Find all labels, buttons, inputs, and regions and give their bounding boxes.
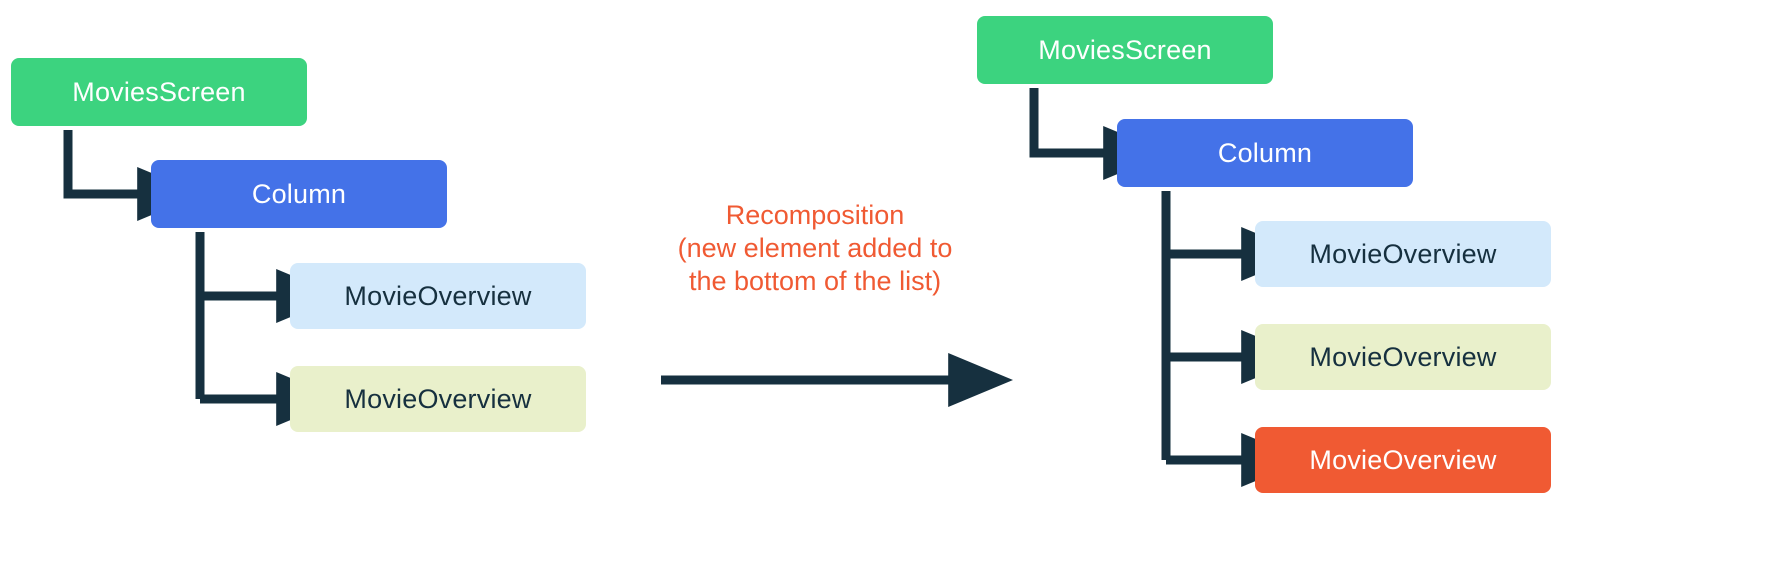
node-label: MovieOverview bbox=[1309, 444, 1497, 475]
node-left-movies-screen[interactable]: MoviesScreen bbox=[11, 58, 307, 126]
node-left-movie-overview-1[interactable]: MovieOverview bbox=[290, 263, 586, 329]
node-label: MovieOverview bbox=[1309, 341, 1497, 372]
node-left-movie-overview-2[interactable]: MovieOverview bbox=[290, 366, 586, 432]
node-label: MovieOverview bbox=[344, 383, 532, 414]
node-right-movies-screen[interactable]: MoviesScreen bbox=[977, 16, 1273, 84]
edge-right-moviesscreen-to-column bbox=[1029, 88, 1168, 180]
node-label: MoviesScreen bbox=[1038, 34, 1212, 65]
node-right-column[interactable]: Column bbox=[1117, 119, 1413, 187]
edge-left-moviesscreen-to-column bbox=[63, 130, 202, 221]
node-right-movie-overview-2[interactable]: MovieOverview bbox=[1255, 324, 1551, 390]
node-right-movie-overview-1[interactable]: MovieOverview bbox=[1255, 221, 1551, 287]
node-label: Column bbox=[251, 178, 347, 209]
node-label: MoviesScreen bbox=[72, 76, 246, 107]
recomposition-caption: Recomposition (new element added to the … bbox=[663, 199, 967, 298]
caption-line-3: the bottom of the list) bbox=[688, 265, 942, 296]
node-right-movie-overview-3[interactable]: MovieOverview bbox=[1255, 427, 1551, 493]
caption-line-1: Recomposition bbox=[725, 200, 905, 230]
node-label: Column bbox=[1217, 137, 1313, 168]
node-label: MovieOverview bbox=[344, 280, 532, 311]
node-label: MovieOverview bbox=[1309, 238, 1497, 269]
caption-line-2: (new element added to bbox=[677, 232, 953, 263]
node-left-column[interactable]: Column bbox=[151, 160, 447, 228]
